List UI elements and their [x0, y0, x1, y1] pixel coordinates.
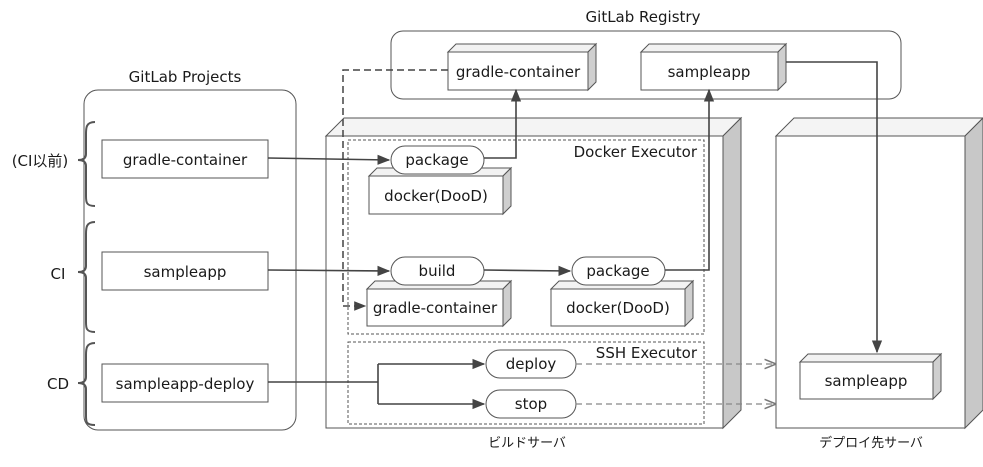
package-mid-pill: [571, 256, 666, 286]
stop-label: stop: [515, 395, 547, 413]
deploy-sampleapp-label: sampleapp: [825, 372, 908, 390]
projects-title: GitLab Projects: [129, 68, 242, 86]
project-gradle-container: [101, 139, 269, 179]
arrow-registry-to-deploy-server: [786, 61, 883, 354]
docker-dood-top: docker(DooD): [367, 166, 513, 216]
arrow-build-to-package-mid: [483, 265, 572, 276]
package-top-label: package: [405, 151, 468, 169]
arrow-project-to-package-top: [267, 154, 391, 165]
arrow-registry-gradle-to-build-gradle: [342, 69, 448, 311]
connectors: [267, 61, 883, 410]
project-sampleapp-deploy: [101, 363, 269, 403]
stage-label-cd: CD: [47, 375, 69, 393]
project-sampleapp-label: sampleapp: [144, 263, 227, 281]
arrow-package-to-registry-sampleapp: [665, 88, 715, 271]
build-server-label: ビルドサーバ: [488, 436, 566, 451]
build-label: build: [419, 262, 456, 280]
brace-pre-ci: [77, 121, 96, 207]
package-mid-label: package: [586, 262, 649, 280]
registry-gradle-container-label: gradle-container: [456, 63, 581, 81]
project-sampleapp: [101, 251, 269, 291]
project-sampleapp-deploy-label: sampleapp-deploy: [116, 375, 255, 393]
docker-executor-frame: [347, 139, 705, 335]
registry-frame: [390, 30, 902, 100]
stage-label-pre-ci: (CI以前): [12, 152, 69, 170]
arrow-project-to-build: [267, 265, 391, 277]
docker-dood-mid: docker(DooD): [549, 279, 695, 328]
ssh-executor-title: SSH Executor: [596, 344, 698, 362]
registry-sampleapp: sampleapp: [639, 42, 788, 92]
project-gradle-container-label: gradle-container: [123, 151, 248, 169]
docker-executor-title: Docker Executor: [574, 143, 698, 161]
ssh-executor-frame: [347, 341, 705, 425]
registry-gradle-container: gradle-container: [446, 42, 598, 92]
projects-frame: [83, 89, 297, 431]
registry-sampleapp-label: sampleapp: [668, 63, 751, 81]
package-top-pill: [390, 145, 485, 175]
arrow-package-to-registry-gradle: [484, 88, 522, 159]
build-gradle-container-label: gradle-container: [373, 299, 498, 317]
docker-dood-top-label: docker(DooD): [384, 187, 488, 205]
build-pill: [390, 256, 485, 286]
stage-braces: [77, 121, 96, 426]
build-gradle-container: gradle-container: [365, 279, 513, 328]
deploy-server-label: デプロイ先サーバ: [819, 435, 923, 451]
brace-ci: [77, 221, 96, 333]
deploy-sampleapp: sampleapp: [798, 352, 943, 401]
registry-title: GitLab Registry: [586, 8, 701, 26]
build-server: [324, 116, 743, 430]
stage-label-ci: CI: [51, 265, 66, 283]
deploy-label: deploy: [506, 355, 557, 373]
brace-cd: [77, 342, 96, 426]
docker-dood-mid-label: docker(DooD): [566, 299, 670, 317]
